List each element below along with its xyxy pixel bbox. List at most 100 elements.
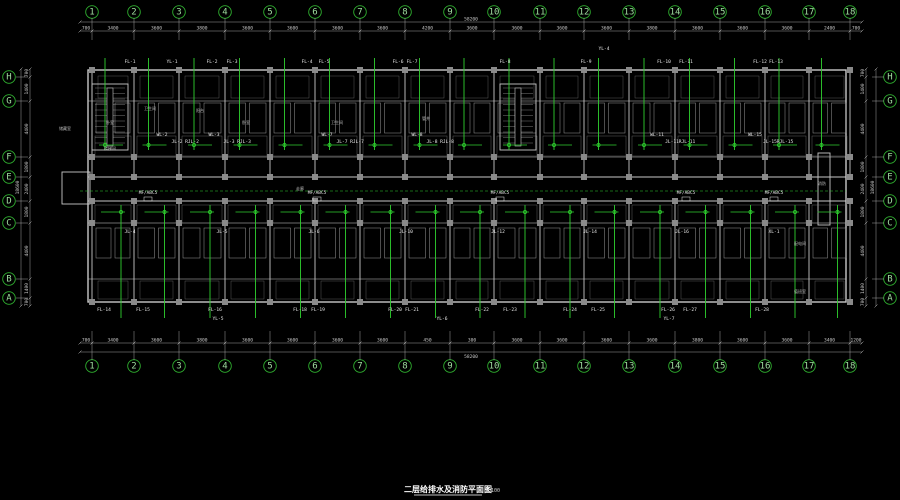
dimension-text: 3600 — [692, 26, 703, 32]
wardrobe-cell — [631, 204, 673, 224]
dimension-text: 1800 — [24, 206, 30, 217]
dimension-tick — [874, 304, 878, 308]
dimension-tick — [28, 175, 32, 179]
axis-letter-label: B — [887, 275, 892, 285]
balcony-cell — [634, 75, 670, 99]
dimension-text: 300 — [468, 338, 477, 344]
axis-number-label: 9 — [447, 8, 452, 18]
dimension-text: 3600 — [377, 26, 388, 32]
structural-column — [176, 299, 182, 305]
bathroom-cell — [744, 227, 762, 259]
structural-column — [267, 220, 273, 226]
dimension-text: 1400 — [24, 83, 30, 94]
dimension-tick — [864, 67, 868, 71]
structural-column — [491, 154, 497, 160]
riser-label-mid: WL-11 — [650, 132, 664, 138]
entry-vestibule — [61, 171, 91, 205]
dimension-text: 700 — [852, 26, 861, 32]
balcony-cell — [139, 75, 174, 99]
dimension-text: 3600 — [781, 338, 792, 344]
riser-label-top: FL-10 — [657, 59, 671, 65]
riser-marker — [119, 210, 123, 214]
riser-marker — [835, 210, 840, 214]
axis-number-label: 17 — [804, 8, 815, 18]
riser-marker — [642, 143, 646, 147]
riser-marker — [388, 210, 393, 214]
dimension-text: 700 — [82, 338, 91, 344]
axis-number-label: 1 — [89, 8, 94, 18]
axis-grid-layer: 1122334455667788991010111112121313141415… — [2, 5, 897, 373]
riser-label-low: JL-14 — [583, 229, 597, 235]
dimension-text: 3600 — [287, 338, 298, 344]
dimension-text: 3600 — [601, 26, 612, 32]
axis-letter-label: C — [6, 219, 11, 229]
bathroom-cell — [518, 102, 537, 134]
riser-marker — [478, 210, 482, 214]
bathroom-cell — [608, 102, 626, 134]
wardrobe-cell — [496, 204, 538, 224]
structural-column — [762, 67, 768, 73]
riser-label-bottom: FL-19 — [311, 307, 325, 313]
dimension-text: 3600 — [287, 26, 298, 32]
riser-label-bottom: FL-16 — [208, 307, 222, 313]
structural-column — [717, 67, 723, 73]
fire-cabinet-symbol — [769, 196, 779, 202]
axis-number-label: 2 — [131, 362, 136, 372]
structural-column — [447, 174, 453, 180]
balcony-cell — [410, 280, 445, 300]
structural-column — [447, 67, 453, 73]
balcony-cell — [499, 280, 535, 300]
balcony-cell — [680, 75, 715, 99]
riser-marker — [687, 143, 692, 147]
room-label: 管井 — [422, 115, 430, 121]
riser-label-bottom: FL-14 — [97, 307, 111, 313]
room-label: 值班室 — [794, 288, 806, 294]
structural-column — [717, 299, 723, 305]
structural-column — [357, 67, 363, 73]
bathroom-cell — [788, 227, 806, 259]
bathroom-cell — [273, 227, 291, 259]
wardrobe-cell — [722, 135, 763, 157]
dimension-text: 700 — [82, 26, 91, 32]
fire-cabinet-symbol — [495, 196, 505, 202]
structural-column — [222, 154, 228, 160]
bathroom-cell — [137, 227, 155, 259]
riser-label-top: FL-13 — [769, 59, 783, 65]
riser-label-mid: WL-15 — [748, 132, 762, 138]
structural-column — [847, 198, 853, 204]
dimension-text: 700 — [860, 69, 866, 78]
axis-number-label: 12 — [579, 8, 590, 18]
axis-letter-label: G — [6, 97, 11, 107]
dimension-text: 4200 — [422, 26, 433, 32]
dimension-text: 1200 — [850, 338, 861, 344]
bathroom-cell — [318, 227, 336, 259]
riser-marker — [253, 210, 258, 214]
bathroom-cell — [473, 102, 491, 134]
bathroom-cell — [543, 227, 561, 259]
dimension-text: 4400 — [860, 123, 866, 134]
structural-column — [762, 220, 768, 226]
riser-marker — [192, 143, 196, 147]
bathroom-cell — [408, 227, 426, 259]
riser-label-low: JL-16 — [675, 229, 689, 235]
stair-handrail — [514, 87, 522, 147]
dimension-text: 2400 — [824, 26, 835, 32]
riser-label-mid: RJL-7 — [350, 139, 364, 145]
dimension-tick — [78, 29, 82, 33]
fire-cabinet-label: MF/ABC5 — [308, 190, 327, 196]
dimension-tick — [864, 155, 868, 159]
bathroom-cell — [318, 102, 336, 134]
wardrobe-cell — [631, 135, 673, 157]
dimension-text: 3600 — [781, 26, 792, 32]
riser-label-mid: RJL-2 — [185, 139, 199, 145]
fire-cabinet-label: MF/ABC5 — [765, 190, 784, 196]
bathroom-cell — [273, 102, 291, 134]
riser-marker — [819, 143, 824, 147]
bathroom-cell — [339, 227, 357, 259]
bathroom-cell — [339, 102, 357, 134]
wardrobe-cell — [136, 204, 177, 224]
structural-column — [402, 299, 408, 305]
dimension-text: 18600 — [15, 180, 21, 194]
riser-label-mid: JL-8 — [426, 139, 437, 145]
